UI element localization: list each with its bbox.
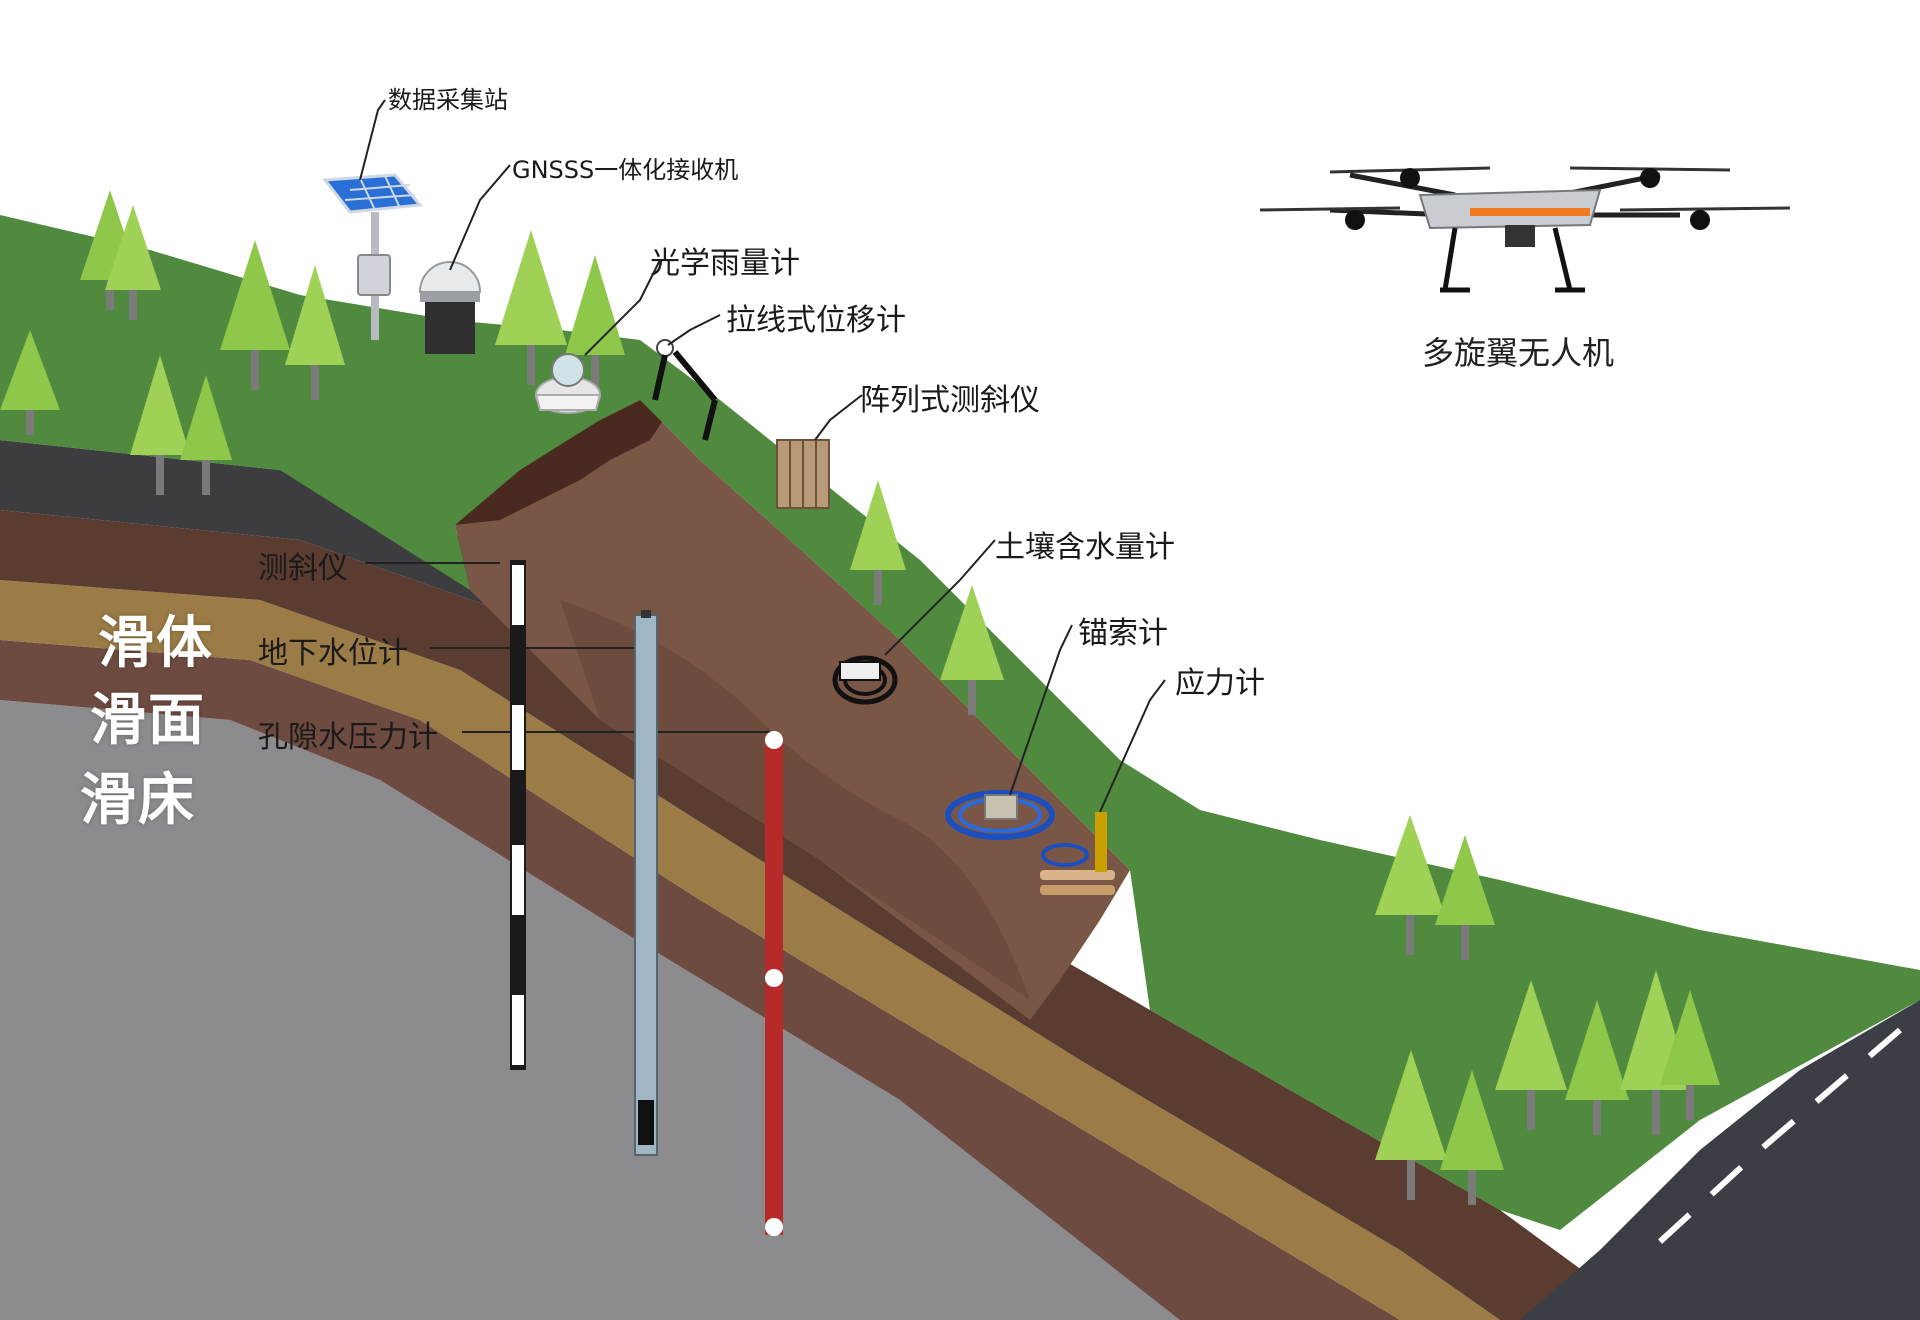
grass-slope — [0, 215, 1920, 1230]
label-array-inclinometer: 阵列式测斜仪 — [860, 383, 1040, 418]
road — [1520, 1000, 1920, 1320]
label-wire-displacement: 拉线式位移计 — [726, 303, 906, 338]
upper-brown-layer — [0, 510, 1650, 1320]
leader-lines — [359, 99, 1166, 813]
pore-pressure-borehole — [765, 731, 783, 1236]
lower-brown-layer — [0, 640, 1400, 1320]
trees — [0, 190, 1720, 1205]
road-marking — [1637, 1027, 1902, 1263]
label-slide-body: 滑体 — [98, 611, 214, 676]
label-groundwater: 地下水位计 — [258, 636, 408, 671]
label-pore-pressure: 孔隙水压力计 — [258, 720, 438, 755]
rain-gauge-icon — [534, 353, 602, 414]
gnss-receiver-icon — [418, 261, 482, 354]
slide-body-shadow — [560, 600, 1030, 1000]
label-slide-surface: 滑面 — [90, 688, 206, 753]
soil-moisture-icon — [832, 655, 898, 705]
slide-body — [455, 400, 1130, 1020]
label-drone: 多旋翼无人机 — [1422, 334, 1615, 372]
label-data-station: 数据采集站 — [388, 86, 508, 114]
label-inclinometer: 测斜仪 — [258, 551, 348, 586]
scarp-edge — [455, 400, 670, 525]
stress-meter-icon — [1040, 812, 1115, 895]
label-soil-moisture: 土壤含水量计 — [995, 530, 1175, 565]
drone-icon — [1259, 166, 1791, 293]
data-station-icon — [322, 173, 423, 340]
slide-surface-layer — [0, 580, 1500, 1320]
wire-displacement-icon — [652, 339, 718, 441]
label-rain-gauge: 光学雨量计 — [650, 246, 800, 281]
label-slide-bed: 滑床 — [80, 768, 196, 833]
anchor-meter-icon — [945, 790, 1055, 840]
array-inclinometer-icon — [776, 439, 830, 509]
groundwater-borehole — [634, 610, 658, 1156]
label-gnss-receiver: GNSSS一体化接收机 — [512, 156, 739, 184]
label-anchor-meter: 锚索计 — [1078, 616, 1168, 651]
grey-soil-band — [0, 440, 500, 610]
label-stress-meter: 应力计 — [1175, 666, 1265, 701]
inclinometer-borehole — [510, 560, 526, 1070]
